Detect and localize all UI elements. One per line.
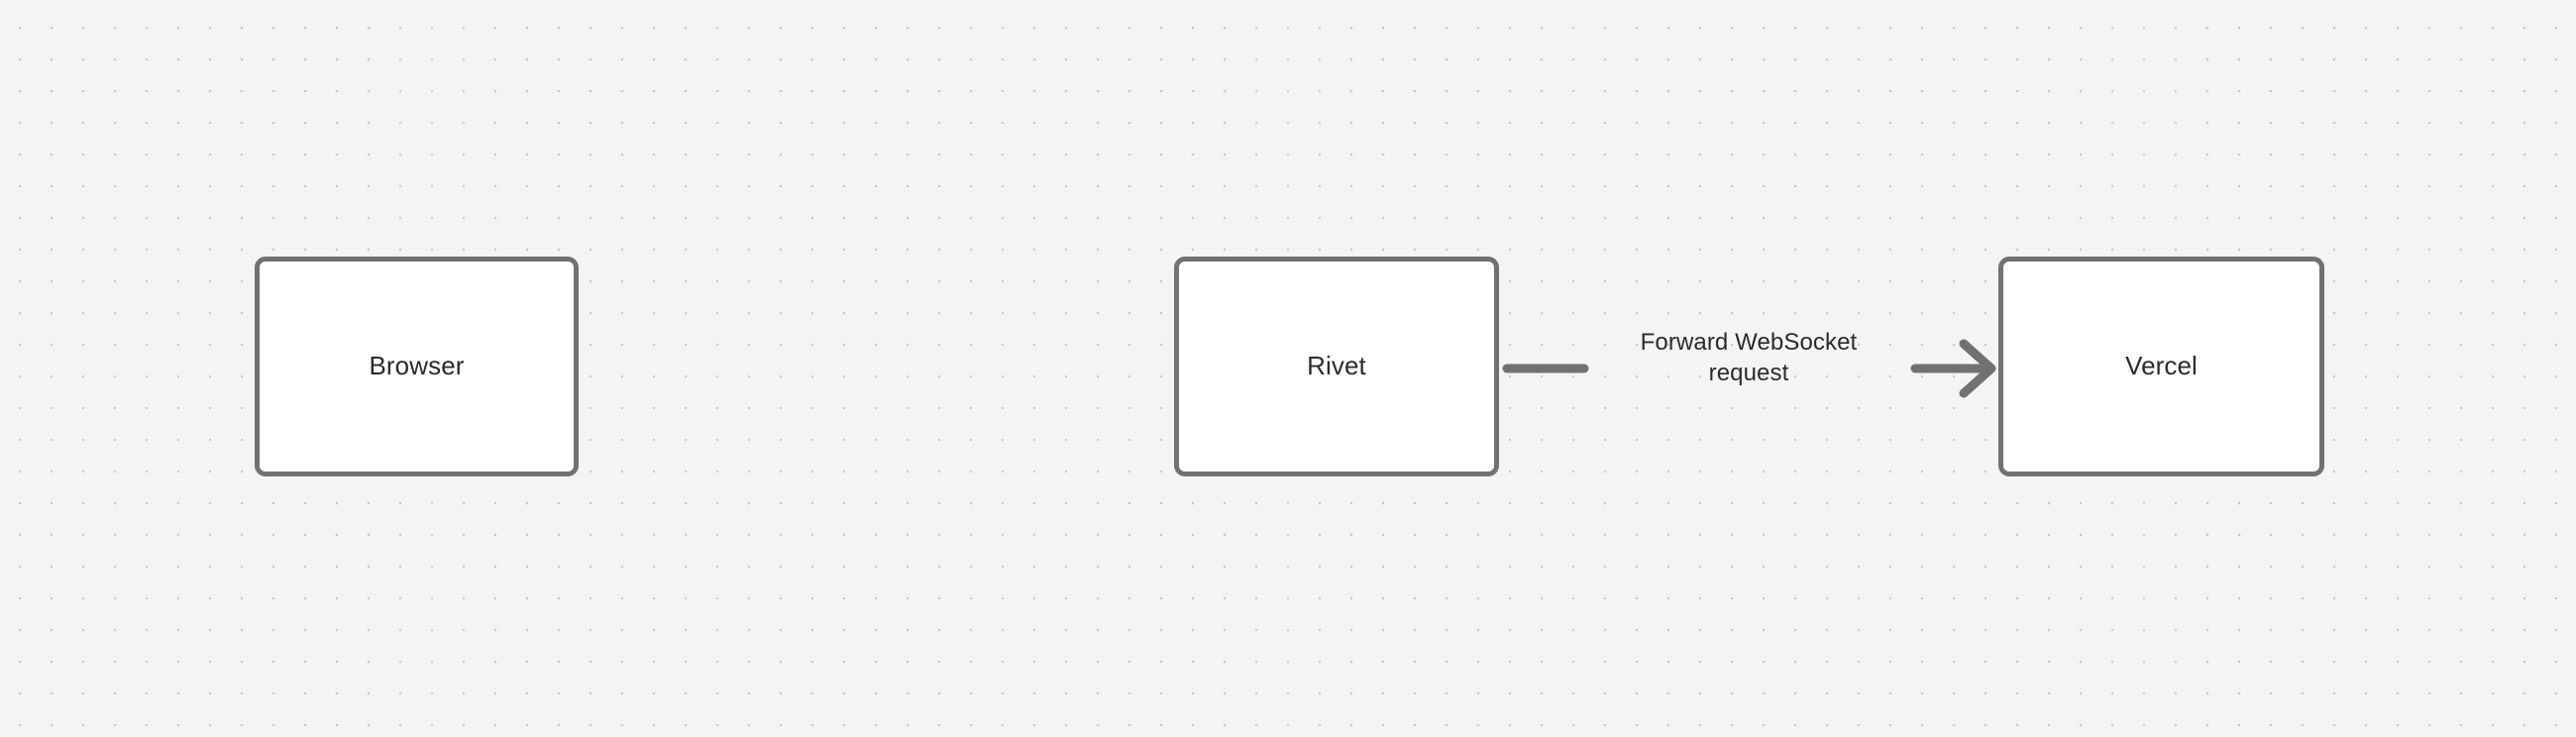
arrowhead-icon: [1959, 339, 1996, 398]
edge-rivet-to-vercel-label: Forward WebSocket request: [1599, 327, 1898, 388]
node-vercel[interactable]: Vercel: [1998, 257, 2324, 476]
node-rivet-label: Rivet: [1307, 351, 1366, 381]
node-browser-label: Browser: [369, 351, 465, 381]
node-browser[interactable]: Browser: [255, 257, 579, 476]
node-rivet[interactable]: Rivet: [1174, 257, 1499, 476]
edge-label-line-2: request: [1708, 360, 1789, 386]
edge-label-line-1: Forward WebSocket: [1640, 329, 1858, 356]
node-vercel-label: Vercel: [2125, 351, 2198, 381]
